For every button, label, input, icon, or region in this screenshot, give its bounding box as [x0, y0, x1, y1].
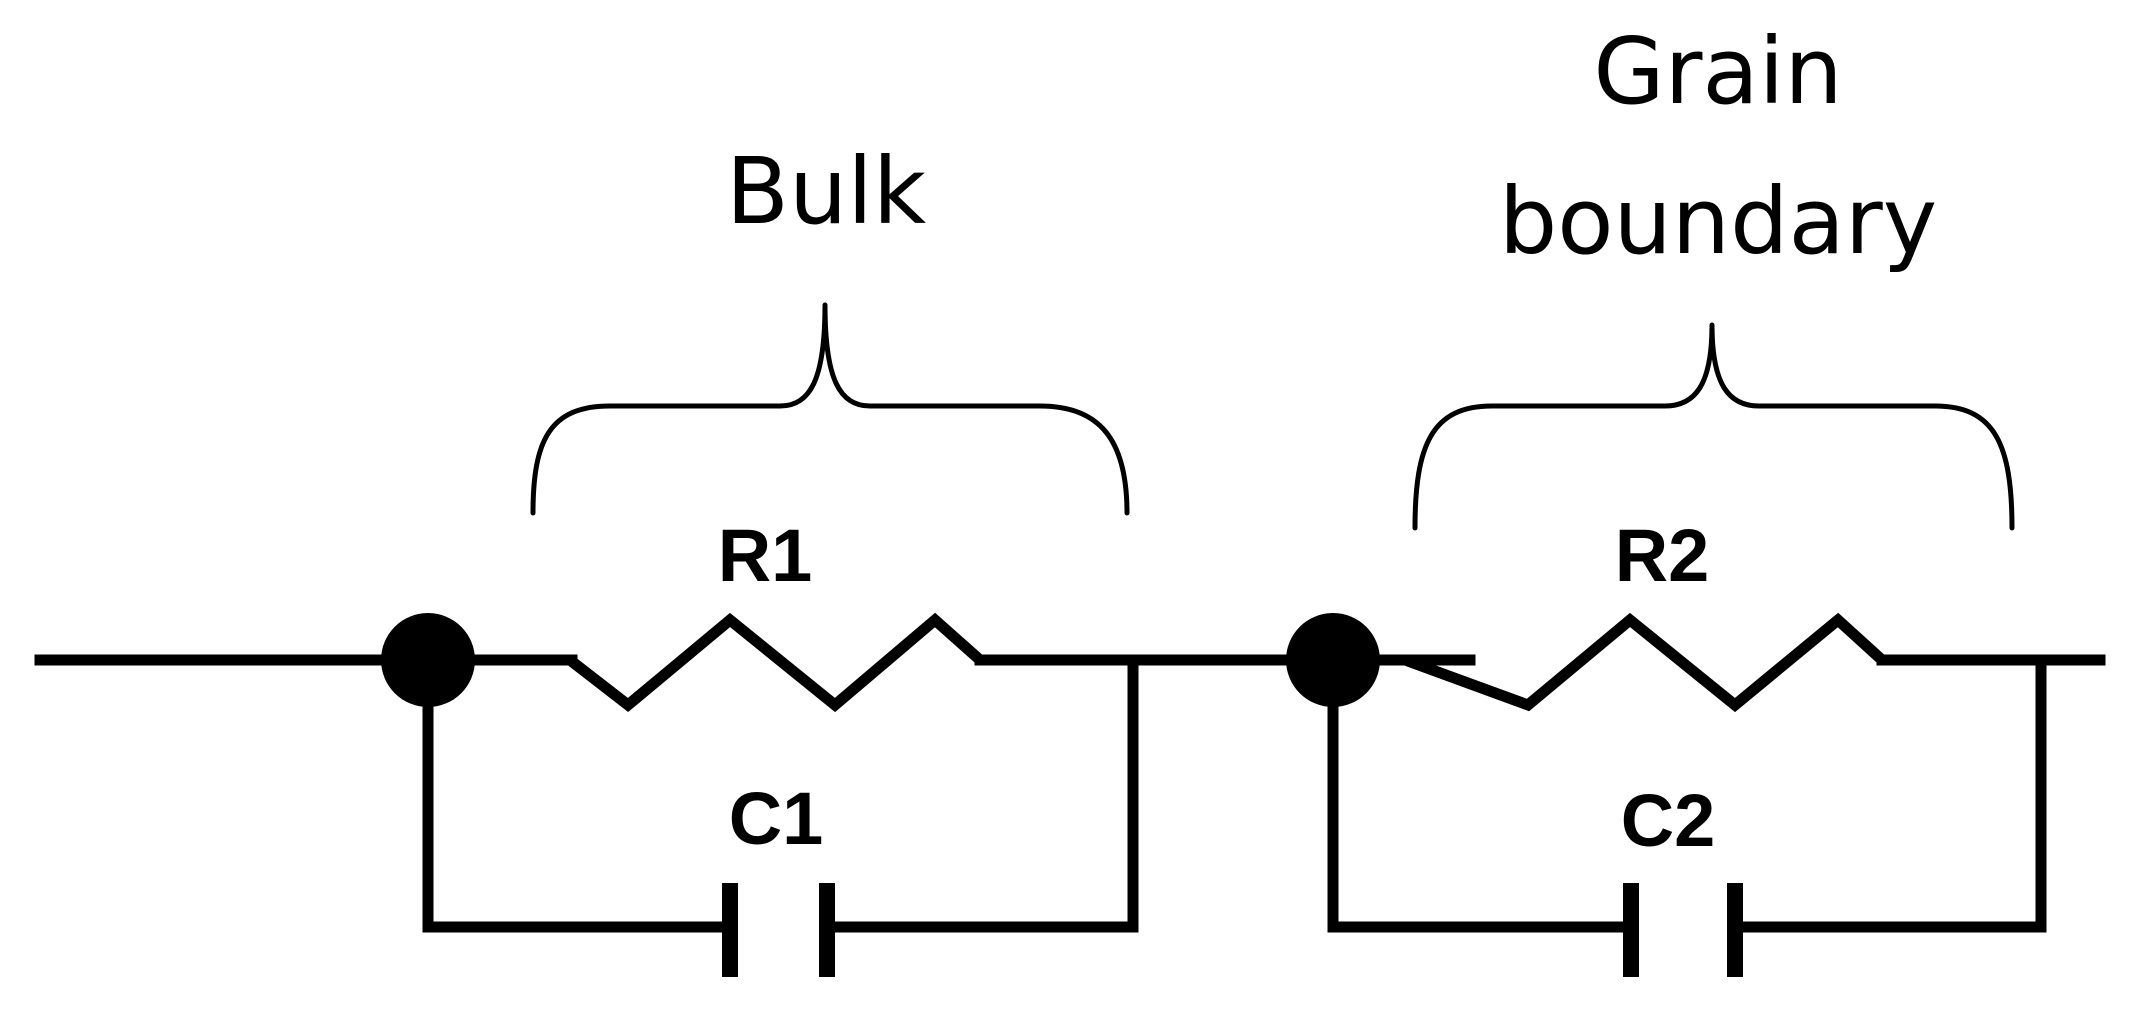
junction-node-1 [381, 613, 475, 707]
r2-label: R2 [1615, 514, 1710, 597]
c1-right-branch-wire [824, 654, 1139, 933]
grain-label-line2: boundary [1499, 168, 1937, 275]
c2-left-branch-wire [1327, 654, 1634, 933]
bulk-label: Bulk [726, 138, 927, 245]
grain-boundary-brace [1412, 322, 2015, 531]
c1-left-branch-wire [422, 654, 733, 933]
r1-label: R1 [718, 514, 813, 597]
resistor-r2 [1403, 612, 1886, 713]
junction-node-2 [1286, 613, 1380, 707]
bulk-brace [530, 302, 1130, 516]
grain-label-line1: Grain [1593, 18, 1842, 125]
c1-label: C1 [729, 777, 824, 860]
resistor-r1 [566, 612, 984, 713]
c2-label: C2 [1621, 779, 1716, 862]
c2-right-branch-wire [1732, 654, 2047, 933]
